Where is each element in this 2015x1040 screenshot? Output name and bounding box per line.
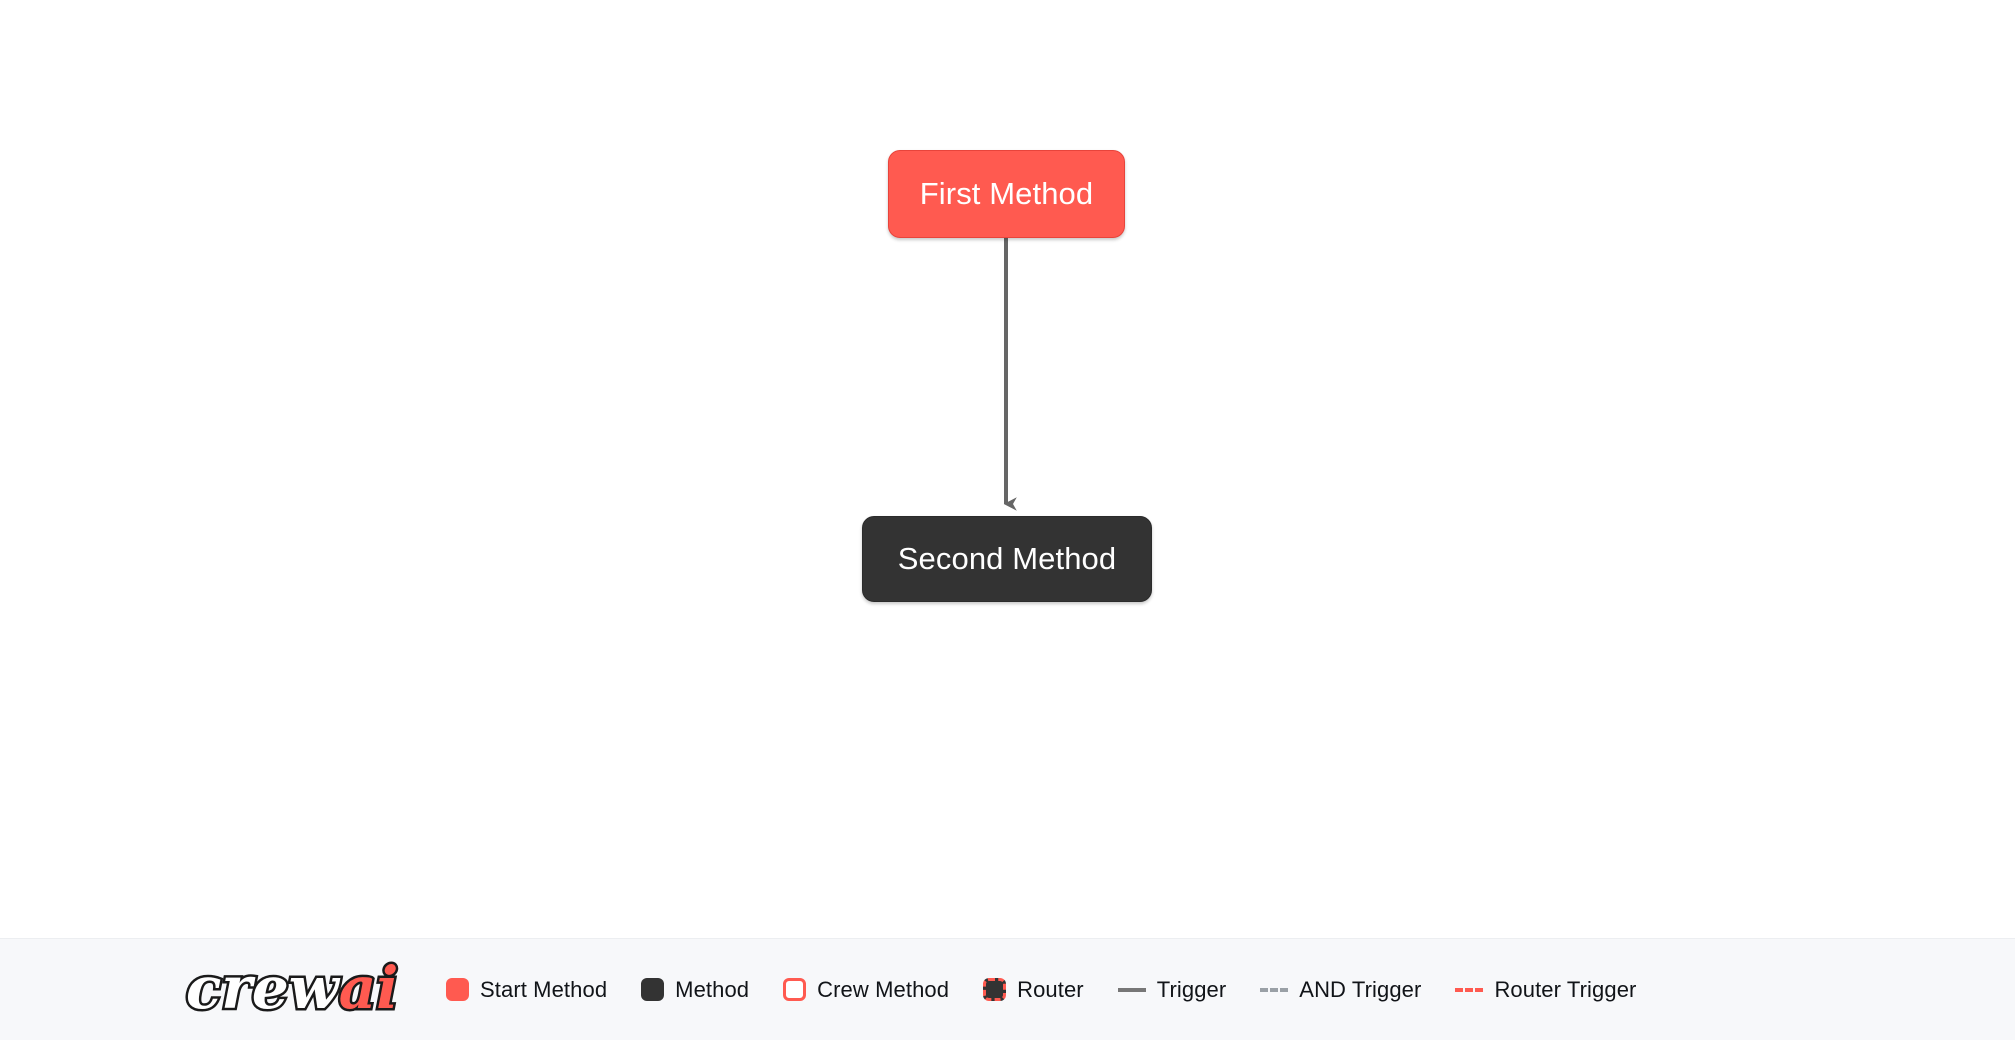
and-trigger-line-icon <box>1260 987 1289 992</box>
node-second-method[interactable]: Second Method <box>862 516 1152 602</box>
legend-method: Method <box>641 977 749 1003</box>
node-first-method-label: First Method <box>919 176 1094 211</box>
crewai-logo-word-primary: crew <box>184 953 342 1022</box>
legend-router-trigger: Router Trigger <box>1455 977 1636 1003</box>
legend-and-trigger-label: AND Trigger <box>1299 976 1422 1002</box>
crewai-logo-word-accent: ai <box>336 953 401 1022</box>
legend-crew-method: Crew Method <box>783 977 949 1003</box>
start-method-swatch-icon <box>446 978 469 1001</box>
flow-canvas[interactable]: First Method Second Method <box>0 0 2015 938</box>
router-swatch-icon <box>983 978 1007 1001</box>
router-trigger-line-icon <box>1455 987 1484 992</box>
node-second-method-label: Second Method <box>897 541 1117 576</box>
legend-trigger: Trigger <box>1117 976 1227 1003</box>
legend-router: Router <box>983 977 1084 1003</box>
method-swatch-icon <box>641 978 665 1001</box>
legend-items: Start Method Method Crew Method Router T… <box>446 977 1670 1003</box>
crew-method-swatch-icon <box>783 978 807 1001</box>
legend-and-trigger: AND Trigger <box>1260 977 1421 1003</box>
edge-layer <box>1003 238 1017 511</box>
legend-crew-method-label: Crew Method <box>817 976 950 1002</box>
legend-trigger-label: Trigger <box>1156 976 1227 1002</box>
legend-router-trigger-label: Router Trigger <box>1494 976 1637 1002</box>
legend-method-label: Method <box>675 976 750 1002</box>
node-first-method[interactable]: First Method <box>888 150 1125 238</box>
legend-start-method: Start Method <box>446 977 607 1003</box>
trigger-line-icon <box>1117 987 1146 992</box>
legend-router-label: Router <box>1017 976 1084 1002</box>
legend-start-method-label: Start Method <box>480 976 608 1002</box>
